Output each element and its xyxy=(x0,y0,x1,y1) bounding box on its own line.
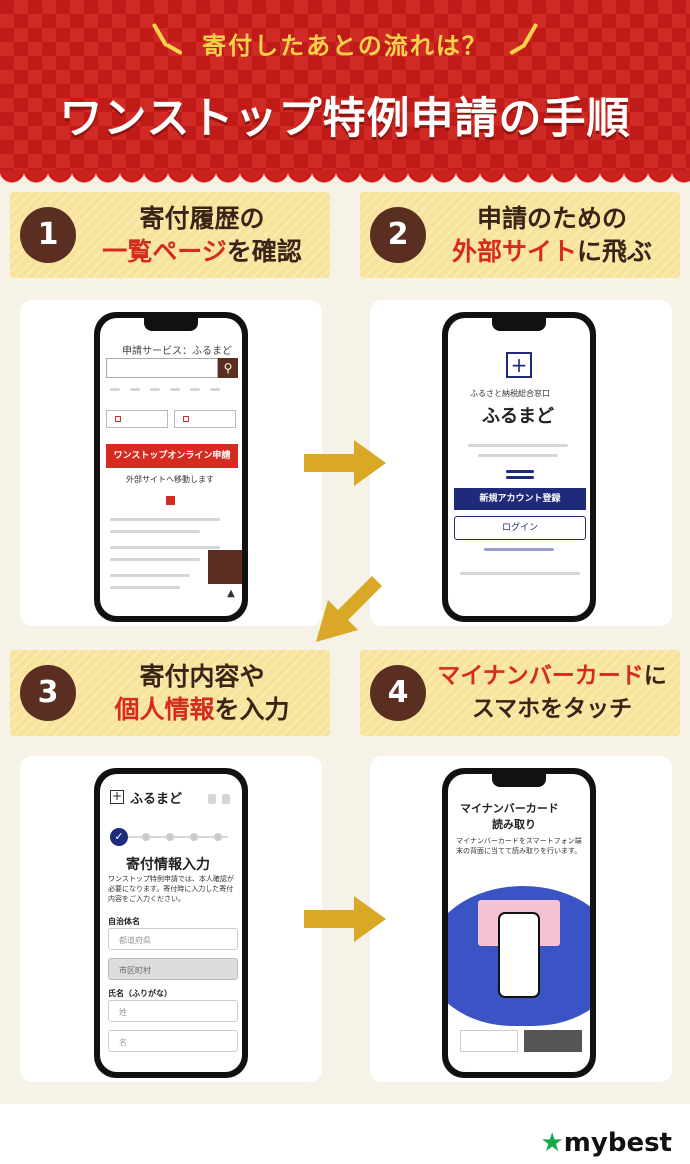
phone-mockup-3: + ふるまど ✓ 寄付情報入力 ワンストップ特例申請では、本人確認が必要になりま… xyxy=(94,768,248,1078)
nfc-heading-1: マイナンバーカード xyxy=(460,802,559,815)
search-icon: ⚲ xyxy=(223,361,233,375)
step-highlight: 外部サイト xyxy=(451,237,577,266)
step-text: 寄付内容や xyxy=(139,662,265,691)
given-name-input[interactable]: 名 xyxy=(108,1030,238,1052)
onestop-apply-button[interactable]: ワンストップオンライン申請 xyxy=(106,444,238,468)
step-highlight: 一覧ページ xyxy=(102,237,227,266)
plus-logo-icon: + xyxy=(506,352,532,378)
step-highlight: マイナンバーカード xyxy=(437,663,644,689)
step-number: 1 xyxy=(20,207,76,263)
tab-box[interactable] xyxy=(174,410,236,428)
step-highlight: 個人情報 xyxy=(114,695,215,724)
smartphone-illustration xyxy=(498,912,540,998)
step-text: を入力 xyxy=(214,695,290,724)
name-label: 氏名（ふりがな） xyxy=(108,989,172,998)
prefecture-placeholder: 都道府県 xyxy=(119,936,151,945)
step-3-banner: 3 寄付内容や個人情報を入力 xyxy=(10,650,330,736)
redirect-note: 外部サイトへ移動します xyxy=(126,475,214,484)
nfc-heading-2: 読み取り xyxy=(492,818,536,831)
check-icon: ✓ xyxy=(110,828,128,846)
step-number: 4 xyxy=(370,665,426,721)
city-placeholder: 市区町村 xyxy=(119,966,151,975)
plus-logo-icon: + xyxy=(110,789,124,804)
star-icon: ★ xyxy=(540,1128,564,1158)
page-title: ワンストップ特例申請の手順 xyxy=(59,94,631,144)
step-text: 寄付履歴の xyxy=(139,204,265,233)
login-button[interactable]: ログイン xyxy=(454,516,586,540)
logo-text: mybest xyxy=(563,1128,672,1158)
city-select[interactable]: 市区町村 xyxy=(108,958,238,980)
step-4-banner: 4 マイナンバーカードにスマホをタッチ xyxy=(360,650,680,736)
search-button[interactable]: ⚲ xyxy=(218,358,238,378)
page-subtitle: 寄付したあとの流れは？ xyxy=(202,32,488,60)
surname-input[interactable]: 姓 xyxy=(108,1000,238,1022)
brand-small: ふるさと納税総合窓口 xyxy=(470,389,550,398)
form-heading: 寄付情報入力 xyxy=(126,857,210,873)
step-2-banner: 2 申請のための外部サイトに飛ぶ xyxy=(360,192,680,278)
nfc-description: マイナンバーカードをスマートフォン端末の背面に当てて読み取りを行います。 xyxy=(456,837,582,855)
step-number: 3 xyxy=(20,665,76,721)
form-description: ワンストップ特例申請では、本人確認が必要になります。寄付時に入力した寄付内容をご… xyxy=(108,875,234,903)
step-text: を確認 xyxy=(226,237,302,266)
step-1-banner: 1 寄付履歴の一覧ページを確認 xyxy=(10,192,330,278)
service-name: 申請サービス：ふるまど xyxy=(122,346,232,357)
register-button[interactable]: 新規アカウント登録 xyxy=(454,488,586,510)
next-button[interactable] xyxy=(524,1030,582,1052)
surname-placeholder: 姓 xyxy=(119,1008,127,1017)
step-text: スマホをタッチ xyxy=(471,696,633,722)
step-text: に xyxy=(643,663,667,689)
arrow-right-icon xyxy=(304,440,386,486)
step-text: に飛ぶ xyxy=(577,237,653,266)
header-banner xyxy=(0,0,690,184)
cancel-button[interactable] xyxy=(460,1030,518,1052)
city-label: 自治体名 xyxy=(108,917,140,926)
phone-mockup-4: マイナンバーカード 読み取り マイナンバーカードをスマートフォン端末の背面に当て… xyxy=(442,768,596,1078)
phone-mockup-1: 申請サービス：ふるまど ⚲ ワンストップオンライン申請 外部サイトへ移動します … xyxy=(94,312,248,622)
tab-box[interactable] xyxy=(106,410,168,428)
brand-logo: ★mybest xyxy=(540,1128,672,1158)
step-number: 2 xyxy=(370,207,426,263)
arrow-right-icon xyxy=(304,896,386,942)
brand-name: ふるまど xyxy=(130,792,183,807)
red-marker xyxy=(166,496,175,505)
arrow-down-left-icon xyxy=(316,576,382,642)
given-name-placeholder: 名 xyxy=(119,1038,127,1047)
floating-menu-button[interactable] xyxy=(208,550,242,584)
scroll-top-button[interactable]: ▲ xyxy=(227,588,235,599)
footer xyxy=(0,1104,690,1164)
step-text: 申請のための xyxy=(476,204,627,233)
search-input[interactable] xyxy=(106,358,218,378)
prefecture-select[interactable]: 都道府県 xyxy=(108,928,238,950)
phone-mockup-2: + ふるさと納税総合窓口 ふるまど 新規アカウント登録 ログイン xyxy=(442,312,596,622)
brand-name: ふるまど xyxy=(482,406,554,427)
